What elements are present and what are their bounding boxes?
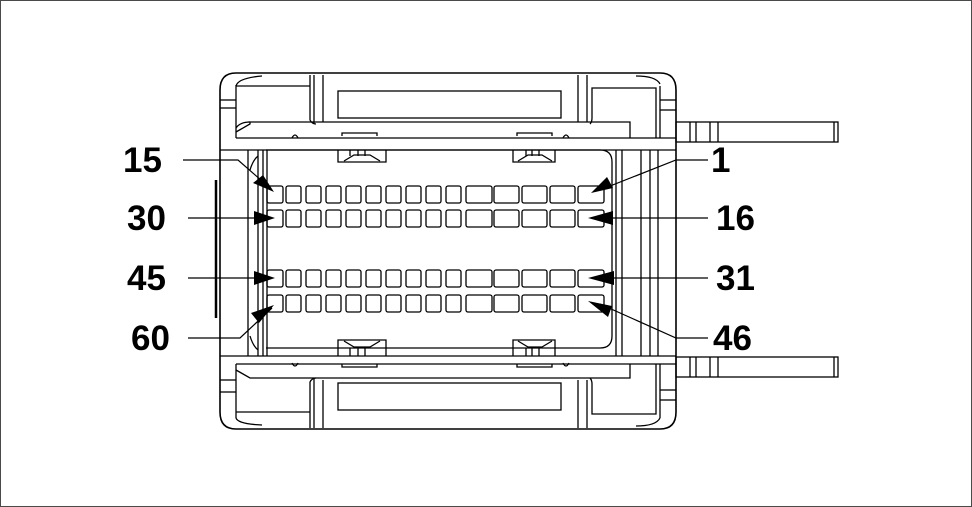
pin-cavity-22 — [425, 209, 442, 228]
pin-cavity-44 — [285, 269, 302, 288]
pin-label-15: 15 — [123, 141, 162, 180]
pin-cavity-14 — [285, 185, 302, 204]
pin-cavity-60 — [266, 294, 284, 313]
pin-label-16: 16 — [716, 199, 755, 238]
pin-cavity-33 — [521, 269, 548, 288]
pin-cavity-59 — [285, 294, 302, 313]
pin-cavity-43 — [305, 269, 322, 288]
pin-cavity-19 — [493, 209, 520, 228]
pin-cavity-23 — [405, 209, 422, 228]
mounting-peg-bottom — [675, 356, 839, 378]
connector-housing — [219, 72, 677, 430]
pin-cavity-20 — [465, 209, 493, 228]
pin-cavity-17 — [549, 209, 576, 228]
pin-cavity-37 — [425, 269, 442, 288]
pin-cavity-25 — [365, 209, 382, 228]
pin-cavity-53 — [405, 294, 422, 313]
pin-cavity-36 — [445, 269, 462, 288]
pin-cavity-10 — [365, 185, 382, 204]
pin-cavity-26 — [345, 209, 362, 228]
callout-arrowheads — [251, 175, 614, 323]
pin-grid — [266, 185, 605, 313]
pin-label-60: 60 — [131, 319, 170, 358]
pin-cavity-18 — [521, 209, 548, 228]
pin-cavity-6 — [445, 185, 462, 204]
pin-cavity-8 — [405, 185, 422, 204]
pin-cavity-58 — [305, 294, 322, 313]
pin-cavity-54 — [385, 294, 402, 313]
pin-cavity-34 — [493, 269, 520, 288]
pin-cavity-12 — [325, 185, 342, 204]
pin-cavity-51 — [445, 294, 462, 313]
pin-cavity-35 — [465, 269, 493, 288]
pin-cavity-50 — [465, 294, 493, 313]
pin-cavity-21 — [445, 209, 462, 228]
pin-cavity-41 — [345, 269, 362, 288]
pin-cavity-5 — [465, 185, 493, 204]
pin-cavity-29 — [285, 209, 302, 228]
pin-cavity-56 — [345, 294, 362, 313]
pin-label-30: 30 — [127, 199, 166, 238]
pin-cavity-32 — [549, 269, 576, 288]
pin-cavity-11 — [345, 185, 362, 204]
pin-label-46: 46 — [713, 319, 752, 358]
pin-cavity-28 — [305, 209, 322, 228]
pin-cavity-55 — [365, 294, 382, 313]
pin-cavity-24 — [385, 209, 402, 228]
pin-cavity-2 — [549, 185, 576, 204]
pin-cavity-39 — [385, 269, 402, 288]
pin-cavity-4 — [493, 185, 520, 204]
pin-label-31: 31 — [716, 259, 755, 298]
pin-cavity-9 — [385, 185, 402, 204]
pin-label-45: 45 — [127, 259, 166, 298]
pin-cavity-48 — [521, 294, 548, 313]
pin-cavity-47 — [549, 294, 576, 313]
pin-cavity-46 — [577, 294, 605, 313]
pin-cavity-7 — [425, 185, 442, 204]
pin-cavity-40 — [365, 269, 382, 288]
mounting-peg-top — [675, 121, 839, 143]
pin-cavity-1 — [577, 185, 605, 204]
pin-cavity-13 — [305, 185, 322, 204]
pin-cavity-42 — [325, 269, 342, 288]
pin-cavity-49 — [493, 294, 520, 313]
pin-cavity-52 — [425, 294, 442, 313]
pin-cavity-57 — [325, 294, 342, 313]
pin-cavity-27 — [325, 209, 342, 228]
pin-cavity-3 — [521, 185, 548, 204]
pin-cavity — [214, 149, 659, 356]
pin-cavity-38 — [405, 269, 422, 288]
pin-cavity-15 — [266, 185, 284, 204]
pin-label-1: 1 — [711, 141, 731, 180]
